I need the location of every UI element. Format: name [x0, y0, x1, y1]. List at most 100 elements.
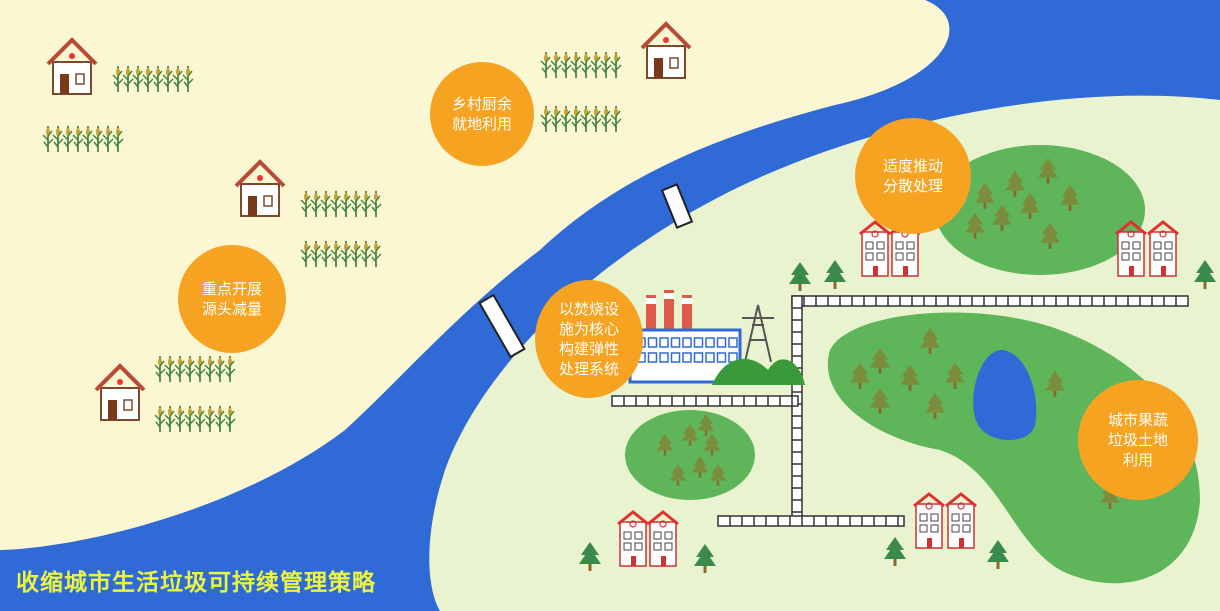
- apartment-building: [1115, 220, 1147, 277]
- crop-plant: [214, 356, 226, 382]
- tree: [691, 456, 709, 478]
- crop-plant: [214, 406, 226, 432]
- crop-plant: [310, 191, 322, 217]
- diagram-title: 收缩城市生活垃圾可持续管理策略: [16, 570, 376, 596]
- crop-plant: [370, 241, 382, 267]
- crop-plant: [194, 356, 206, 382]
- tree: [965, 212, 985, 239]
- crop-plant: [184, 356, 196, 382]
- crop-plant: [590, 52, 602, 78]
- crop-fields: [42, 52, 622, 432]
- tree: [703, 434, 721, 456]
- rural-houses: [46, 21, 692, 421]
- road-network: [611, 295, 1189, 527]
- forest-small: [625, 410, 755, 500]
- tree: [975, 182, 995, 209]
- crop-plant: [350, 191, 362, 217]
- crop-plant: [540, 106, 552, 132]
- crop-plant: [340, 191, 352, 217]
- tree: [1040, 222, 1060, 249]
- crop-plant: [154, 356, 166, 382]
- crop-plant: [580, 106, 592, 132]
- crop-plant: [540, 52, 552, 78]
- road-segment: [611, 395, 799, 407]
- crop-plant: [550, 52, 562, 78]
- crop-plant: [560, 106, 572, 132]
- crop-plant: [102, 126, 114, 152]
- tree: [1020, 192, 1040, 219]
- tree: [1045, 370, 1065, 397]
- crop-plant: [610, 52, 622, 78]
- tree: [656, 434, 674, 456]
- bubble-urban-fruit-veg: 城市果蔬 垃圾土地 利用: [1078, 380, 1198, 500]
- tree: [697, 414, 715, 436]
- apartment-building: [1147, 220, 1179, 277]
- crop-plant: [340, 241, 352, 267]
- forest-big: [827, 312, 1200, 584]
- crop-plant: [310, 241, 322, 267]
- crop-plant: [330, 191, 342, 217]
- crop-plant: [360, 191, 372, 217]
- tree: [900, 364, 920, 391]
- hill: [712, 358, 805, 385]
- crop-plant: [182, 66, 194, 92]
- crop-plant: [360, 241, 372, 267]
- crop-plant: [142, 66, 154, 92]
- crop-plant: [92, 126, 104, 152]
- rural-house: [640, 21, 692, 79]
- apartment-building: [913, 492, 945, 549]
- apartment-building: [945, 492, 977, 549]
- tree: [1038, 157, 1058, 184]
- rural-house: [234, 159, 286, 217]
- tree: [579, 542, 601, 571]
- crop-plant: [132, 66, 144, 92]
- tree: [925, 392, 945, 419]
- crop-plant: [62, 126, 74, 152]
- crop-plant: [370, 191, 382, 217]
- crop-plant: [580, 52, 592, 78]
- bubble-incineration-core: 以焚烧设 施为核心 构建弹性 处理系统: [535, 280, 643, 398]
- tree: [669, 464, 687, 486]
- tree: [694, 544, 716, 573]
- bubble-rural-food-waste: 乡村厨余 就地利用: [430, 62, 534, 166]
- rural-land: [0, 0, 950, 550]
- bridge-left: [478, 293, 526, 359]
- tree: [681, 424, 699, 446]
- crop-plant: [162, 66, 174, 92]
- crop-plant: [600, 106, 612, 132]
- crop-plant: [194, 406, 206, 432]
- crop-plant: [330, 241, 342, 267]
- bridge-top: [660, 183, 694, 229]
- crop-plant: [600, 52, 612, 78]
- forest-top-right: [935, 145, 1145, 275]
- tree: [850, 362, 870, 389]
- crop-plant: [300, 241, 312, 267]
- tree: [1005, 170, 1025, 197]
- trees: [579, 157, 1216, 573]
- tree: [824, 260, 846, 289]
- crop-plant: [570, 52, 582, 78]
- rural-house: [46, 37, 98, 95]
- tree: [1194, 260, 1216, 289]
- bubble-promote-distributed: 适度推动 分散处理: [855, 118, 971, 234]
- crop-plant: [112, 66, 124, 92]
- rural-house: [94, 363, 146, 421]
- crop-plant: [112, 126, 124, 152]
- crop-plant: [52, 126, 64, 152]
- tree: [945, 362, 965, 389]
- crop-plant: [154, 406, 166, 432]
- crop-plant: [610, 106, 622, 132]
- crop-plant: [152, 66, 164, 92]
- crop-plant: [560, 52, 572, 78]
- crop-plant: [72, 126, 84, 152]
- crop-plant: [164, 356, 176, 382]
- power-tower: [742, 304, 774, 363]
- apartment-building: [617, 510, 649, 567]
- road-segment: [717, 515, 905, 527]
- crop-plant: [570, 106, 582, 132]
- crop-plant: [224, 406, 236, 432]
- tree: [987, 540, 1009, 569]
- crop-plant: [204, 406, 216, 432]
- crop-plant: [320, 241, 332, 267]
